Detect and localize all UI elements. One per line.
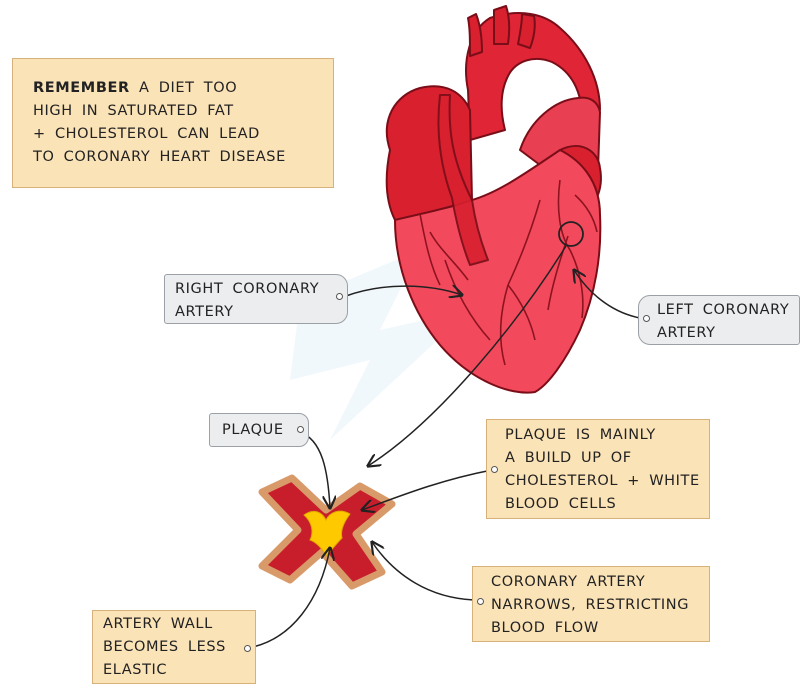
- narrows-line-3: BLOOD FLOW: [491, 617, 709, 640]
- label-pin-icon: [336, 293, 343, 300]
- remember-bold: REMEMBER: [33, 80, 130, 96]
- plaque-info-line-4: BLOOD CELLS: [505, 493, 709, 516]
- label-plaque: PLAQUE: [209, 413, 309, 447]
- remember-note: REMEMBER A DIET TOO HIGH IN SATURATED FA…: [12, 58, 334, 188]
- plaque-info-line-3: CHOLESTEROL + WHITE: [505, 470, 709, 493]
- remember-line-4: TO CORONARY HEART DISEASE: [33, 146, 333, 169]
- left-coronary-line-2: ARTERY: [657, 322, 799, 345]
- wall-line-2: BECOMES LESS: [103, 636, 255, 659]
- remember-line-2: HIGH IN SATURATED FAT: [33, 100, 333, 123]
- right-coronary-line-1: RIGHT CORONARY: [175, 278, 347, 301]
- label-pin-icon: [297, 426, 304, 433]
- aorta-branch-1: [468, 14, 482, 56]
- plaque-text: PLAQUE: [222, 419, 308, 442]
- wall-line-1: ARTERY WALL: [103, 613, 255, 636]
- label-right-coronary: RIGHT CORONARY ARTERY: [164, 274, 348, 324]
- note-narrows: CORONARY ARTERY NARROWS, RESTRICTING BLO…: [472, 566, 710, 642]
- narrows-line-1: CORONARY ARTERY: [491, 571, 709, 594]
- label-left-coronary: LEFT CORONARY ARTERY: [638, 295, 800, 345]
- plaque-info-line-1: PLAQUE IS MAINLY: [505, 424, 709, 447]
- label-pin-icon: [491, 466, 498, 473]
- label-pin-icon: [244, 645, 251, 652]
- aorta-branch-2: [494, 6, 509, 44]
- arrow-narrows: [372, 542, 474, 600]
- wall-line-3: ELASTIC: [103, 659, 255, 682]
- remember-line-1: A DIET TOO: [139, 80, 237, 96]
- note-artery-wall: ARTERY WALL BECOMES LESS ELASTIC: [92, 610, 256, 684]
- left-coronary-line-1: LEFT CORONARY: [657, 299, 799, 322]
- artery-cross-section: [262, 478, 392, 586]
- note-plaque-info: PLAQUE IS MAINLY A BUILD UP OF CHOLESTER…: [486, 419, 710, 519]
- remember-line-3: + CHOLESTEROL CAN LEAD: [33, 123, 333, 146]
- plaque-info-line-2: A BUILD UP OF: [505, 447, 709, 470]
- narrows-line-2: NARROWS, RESTRICTING: [491, 594, 709, 617]
- label-pin-icon: [643, 315, 650, 322]
- right-coronary-line-2: ARTERY: [175, 301, 347, 324]
- label-pin-icon: [477, 598, 484, 605]
